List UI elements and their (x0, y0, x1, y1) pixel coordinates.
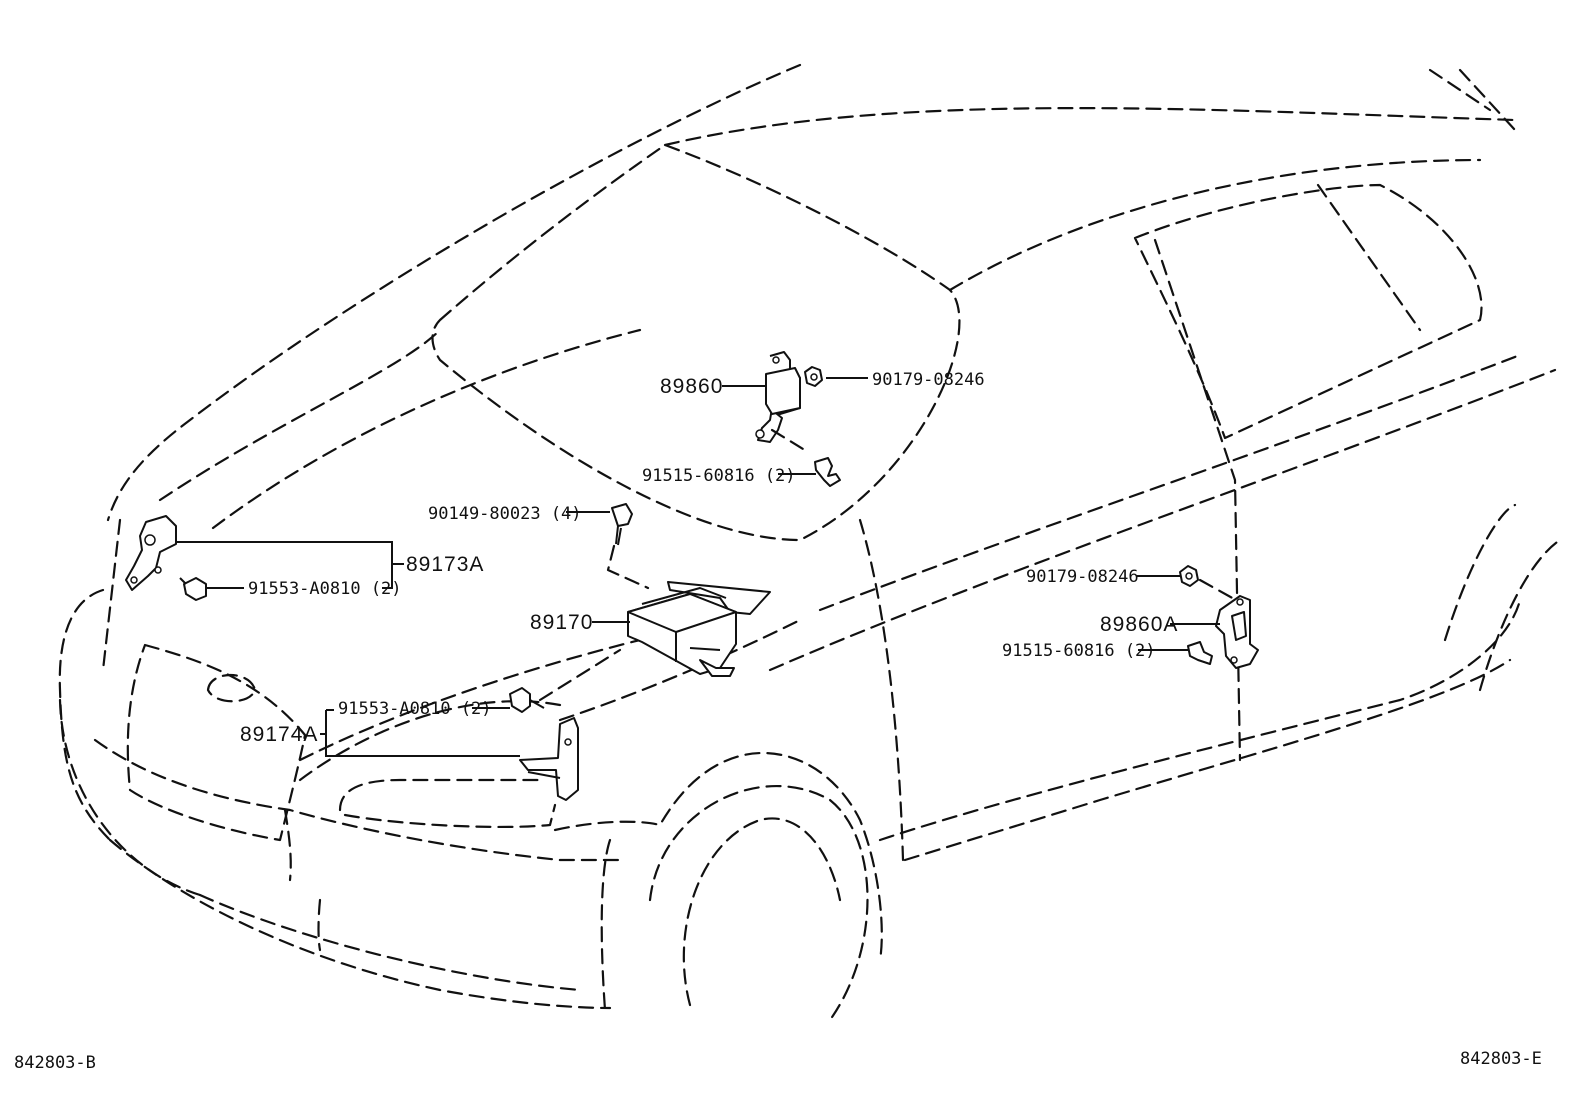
front-sensor-89173A (125, 515, 177, 591)
diagram-code-left: 842803-B (14, 1053, 96, 1073)
label-89860: 89860 (660, 375, 723, 398)
screw-90149 (611, 503, 633, 546)
nut-90179-right (1179, 565, 1199, 587)
connect-dash-89170 (606, 544, 650, 590)
sensor-89860 (755, 351, 801, 443)
bolt-91553-lower (509, 687, 545, 713)
label-90149: 90149-80023 (4) (428, 504, 582, 524)
label-89174A: 89174A (240, 723, 318, 746)
bolt-91553-front (179, 577, 207, 601)
label-91553-top: 91553-A0810 (2) (248, 579, 402, 599)
connect-dash-89860A (1198, 578, 1238, 602)
airbag-ecu-89170 (627, 581, 771, 677)
nut-90179-top (804, 366, 823, 387)
label-90179-right: 90179-08246 (1026, 567, 1139, 587)
label-91515-top: 91515-60816 (2) (642, 466, 796, 486)
label-90179-top: 90179-08246 (872, 370, 985, 390)
label-89170: 89170 (530, 611, 593, 634)
label-91553-bottom: 91553-A0810 (2) (338, 699, 492, 719)
leader-lines (176, 377, 1220, 757)
connect-dash-89174A (538, 648, 622, 702)
bracket-sensor-89174A (519, 717, 579, 801)
bolt-91515-right (1187, 641, 1213, 665)
label-91515-right: 91515-60816 (2) (1002, 641, 1156, 661)
side-sensor-89860A (1215, 595, 1259, 669)
diagram-code-right: 842803-E (1460, 1049, 1542, 1069)
label-89860A: 89860A (1100, 613, 1178, 636)
connect-dash-89860 (770, 428, 810, 454)
label-89173A: 89173A (406, 553, 484, 576)
bolt-91515-top (814, 457, 841, 487)
